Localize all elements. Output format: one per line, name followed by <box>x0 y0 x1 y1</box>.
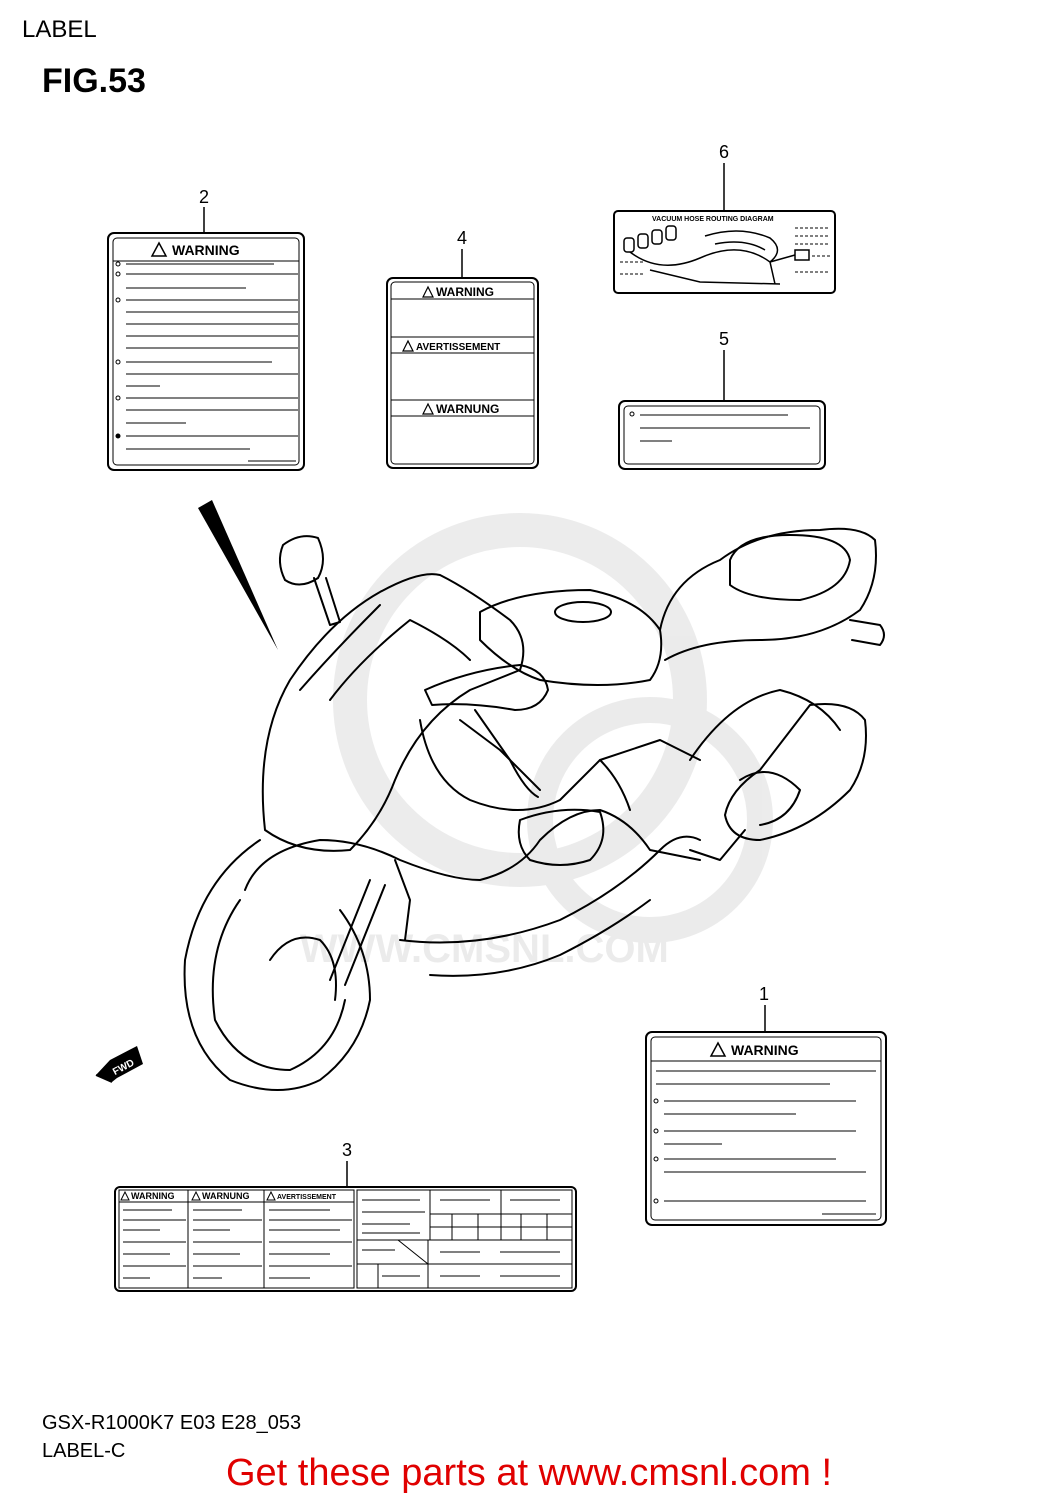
warning-triangle-icon <box>266 1190 276 1201</box>
motorcycle-illustration <box>183 527 885 1091</box>
warning-triangle-icon <box>709 1041 727 1057</box>
warning-triangle-icon <box>422 402 434 415</box>
callouts: 2 4 6 5 1 3 <box>199 142 769 1187</box>
label-5 <box>618 400 826 470</box>
label-4-warning: WARNING <box>436 285 494 299</box>
warning-triangle-icon <box>191 1190 201 1201</box>
callout-1: 1 <box>759 984 769 1004</box>
label-6-title: VACUUM HOSE ROUTING DIAGRAM <box>652 216 774 223</box>
label-3-avertissement: AVERTISSEMENT <box>277 1194 337 1201</box>
callout-3: 3 <box>342 1140 352 1160</box>
label-4-trilingual: WARNING AVERTISSEMENT WARNUNG <box>386 277 539 469</box>
promo-link[interactable]: Get these parts at www.cmsnl.com ! <box>225 1452 833 1494</box>
label-6-vacuum-hose: VACUUM HOSE ROUTING DIAGRAM <box>613 210 836 294</box>
warning-triangle-icon <box>150 241 168 257</box>
callout-5: 5 <box>719 329 729 349</box>
section-title: LABEL <box>22 16 97 43</box>
label-4-avertissement: AVERTISSEMENT <box>416 342 500 353</box>
label-3-combined: WARNING WARNUNG AVERTISSEMENT <box>114 1186 577 1292</box>
label-3-warnung: WARNUNG <box>202 1191 250 1201</box>
pointer-wedge <box>198 500 278 650</box>
label-4-warnung: WARNUNG <box>436 402 499 416</box>
callout-4: 4 <box>457 228 467 248</box>
label-2-warning: WARNING <box>107 232 305 471</box>
footer-model-code: GSX-R1000K7 E03 E28_053 <box>42 1412 302 1434</box>
warning-triangle-icon <box>120 1190 130 1201</box>
label-3-warning: WARNING <box>131 1191 175 1201</box>
callout-6: 6 <box>719 142 729 162</box>
watermark: WWW.CMSNL.COM <box>300 513 773 971</box>
figure-number: FIG.53 <box>42 62 146 100</box>
label-2-title: WARNING <box>172 242 240 258</box>
footer-sheet: LABEL-C <box>42 1440 126 1462</box>
label-1-title: WARNING <box>731 1042 799 1058</box>
label-1-warning: WARNING <box>645 1031 887 1226</box>
warning-triangle-icon <box>422 285 434 298</box>
callout-2: 2 <box>199 187 209 207</box>
warning-triangle-icon <box>402 339 414 352</box>
fwd-arrow: FWD <box>95 1046 143 1083</box>
